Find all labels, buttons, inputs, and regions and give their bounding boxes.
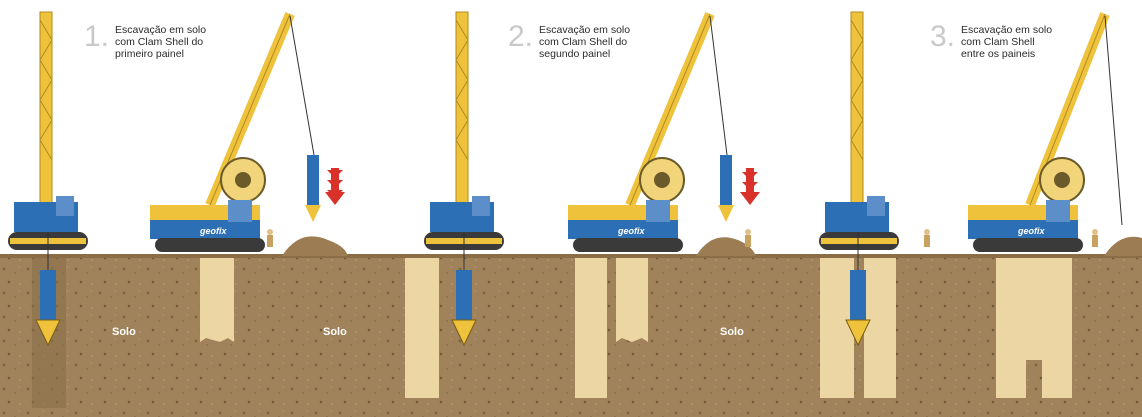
step-line: Escavação em solo (539, 24, 631, 36)
step-number: 3. (930, 20, 956, 53)
step-number: 1. (84, 20, 110, 53)
soil-label: Solo (112, 326, 136, 338)
drilling-rig-icon (8, 11, 88, 250)
soil-label: Solo (323, 326, 347, 338)
drilling-rig-icon (819, 11, 899, 250)
completed-panel (575, 258, 607, 398)
soil-layer (0, 256, 1142, 417)
drilling-rig-icon (424, 11, 504, 250)
step-2-caption: 2. Escavação em solo com Clam Shell do s… (508, 20, 630, 61)
clam-shell-icon (305, 155, 321, 222)
step-1-caption: 1. Escavação em solo com Clam Shell do p… (84, 20, 206, 61)
step-line: Escavação em solo (961, 24, 1053, 36)
panel-3: geofix (819, 11, 1142, 398)
step-line: com Clam Shell do (115, 36, 204, 48)
worker-icon (1092, 229, 1098, 247)
down-arrow-icon (740, 168, 760, 205)
step-3-caption: 3. Escavação em solo com Clam Shell entr… (930, 20, 1052, 61)
completed-panel (820, 258, 854, 398)
step-line: primeiro painel (115, 48, 184, 60)
down-arrow-icon (325, 168, 345, 205)
step-description: Escavação em solo com Clam Shell do segu… (539, 24, 630, 60)
step-line: com Clam Shell do (539, 36, 628, 48)
step-line: entre os paineis (961, 48, 1036, 60)
clam-shell-icon (451, 232, 477, 347)
excavated-panel (200, 258, 234, 342)
soil-label: Solo (720, 326, 744, 338)
clam-shell-icon (845, 232, 871, 347)
worker-icon (267, 229, 273, 247)
completed-panel (864, 258, 896, 398)
step-number: 2. (508, 20, 534, 53)
soil-pile-icon (696, 237, 756, 256)
step-line: Escavação em solo (115, 24, 207, 36)
brand-label: geofix (617, 226, 645, 236)
worker-icon (924, 229, 930, 247)
step-description: Escavação em solo com Clam Shell entre o… (961, 24, 1052, 60)
ground-line (0, 254, 1142, 258)
excavated-panel (996, 258, 1072, 398)
panel-1: geofix (8, 11, 348, 408)
panel-2: geofix (405, 11, 760, 398)
clam-shell-icon (718, 155, 734, 222)
brand-label: geofix (199, 226, 227, 236)
step-line: segundo painel (539, 48, 611, 60)
step-line: com Clam Shell (961, 36, 1035, 48)
worker-icon (745, 229, 751, 247)
step-description: Escavação em solo com Clam Shell do prim… (115, 24, 206, 60)
crawler-crane-icon: geofix (568, 12, 728, 252)
soil-pile-icon (282, 236, 348, 256)
soil-pile-icon (1104, 236, 1142, 256)
completed-panel (405, 258, 439, 398)
excavated-panel (616, 258, 648, 342)
crawler-crane-icon: geofix (150, 12, 315, 252)
clam-shell-icon (35, 232, 61, 347)
brand-label: geofix (1017, 226, 1045, 236)
crawler-crane-icon: geofix (968, 12, 1123, 252)
